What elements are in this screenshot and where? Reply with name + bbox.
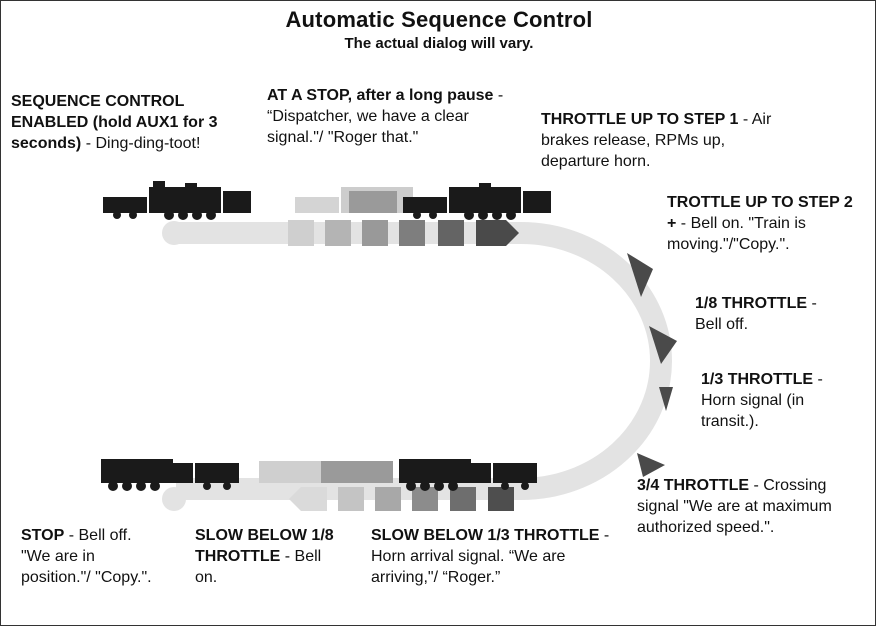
- arrow-one-eighth: [649, 326, 677, 364]
- step-throttle-step-2: TROTTLE UP TO STEP 2 + - Bell on. "Train…: [667, 194, 853, 253]
- track-end-dot: [162, 487, 186, 511]
- step-one-eighth-throttle: 1/8 THROTTLE - Bell off.: [695, 295, 817, 333]
- track-start-dot: [162, 221, 186, 245]
- arrow-one-third: [659, 387, 673, 411]
- locomotive-bottom-arriving: [399, 459, 537, 491]
- arrow-step2: [627, 253, 653, 297]
- step-stop: STOP - Bell off. "We are in position."/ …: [21, 527, 152, 586]
- diagram-title: Automatic Sequence Control: [285, 7, 593, 32]
- locomotive-top-start: [103, 181, 251, 220]
- step-slow-below-one-eighth: SLOW BELOW 1/8 THROTTLE - Bell on.: [195, 527, 334, 586]
- curve-arrows: [627, 253, 677, 477]
- locomotive-bottom-stopped: [101, 459, 239, 491]
- locomotive-top-departing: [403, 183, 551, 220]
- step-three-quarter-throttle: 3/4 THROTTLE - Crossing signal "We are a…: [637, 477, 832, 536]
- arrow-three-quarter: [637, 453, 665, 477]
- sequence-track: [176, 222, 672, 500]
- deceleration-gradient: [289, 487, 514, 511]
- step-at-a-stop: AT A STOP, after a long pause - “Dispatc…: [267, 87, 504, 146]
- acceleration-gradient: [288, 220, 519, 246]
- step-throttle-step-1: THROTTLE UP TO STEP 1 - Air brakes relea…: [541, 111, 772, 170]
- locomotive-bottom-ghost-mid: [321, 461, 393, 483]
- locomotive-top-ghost-mid: [349, 191, 397, 213]
- step-slow-below-one-third: SLOW BELOW 1/3 THROTTLE - Horn arrival s…: [371, 527, 610, 586]
- step-sequence-enabled: SEQUENCE CONTROL ENABLED (hold AUX1 for …: [11, 93, 218, 152]
- step-one-third-throttle: 1/3 THROTTLE - Horn signal (in transit.)…: [701, 371, 823, 430]
- locomotive-bottom-ghost-light: [259, 461, 331, 483]
- diagram-subtitle: The actual dialog will vary.: [344, 35, 534, 52]
